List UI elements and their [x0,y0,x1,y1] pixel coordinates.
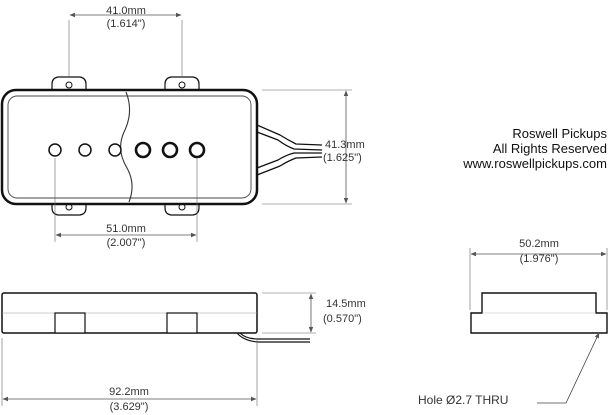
hole-callout: Hole Ø2.7 THRU [418,332,600,407]
side-lead-wire [236,332,310,343]
dim-height: 41.3mm (1.625") [262,89,365,205]
mount-hole-top-left [65,81,73,89]
dim-end-width: 50.2mm (1.976") [469,238,608,310]
pole-pieces [48,141,206,159]
dim-side-height: 14.5mm (0.570") [262,292,366,334]
pole-piece [161,141,179,159]
dim-bottom-width-mm: 51.0mm [106,223,146,235]
dim-side-length-in: (3.629") [110,401,149,413]
end-view [470,292,608,334]
dim-top-width: 41.0mm (1.614") [68,5,183,76]
pole-piece [134,141,152,159]
hole-note: Hole Ø2.7 THRU [418,393,508,407]
dim-side-height-mm: 14.5mm [326,298,366,310]
dim-top-width-in: (1.614") [107,18,146,30]
credit-company: Roswell Pickups [512,126,607,141]
credit-website: www.roswellpickups.com [462,156,607,171]
dim-bottom-width: 51.0mm (2.007") [54,158,198,249]
dim-side-length-mm: 92.2mm [109,386,149,398]
dim-side-height-in: (0.570") [323,313,362,325]
credit-rights: All Rights Reserved [493,141,607,156]
pickup-body-inner [7,95,252,199]
credits: Roswell Pickups All Rights Reserved www.… [462,126,607,171]
side-mount-foot-right [166,312,198,334]
dim-bottom-width-in: (2.007") [107,237,146,249]
pole-piece [188,141,206,159]
top-view [0,76,323,216]
pole-piece [78,143,92,157]
pole-piece [108,143,122,157]
dim-height-in: (1.625") [323,152,362,164]
dim-end-width-in: (1.976") [520,253,559,265]
mount-hole-top-right [178,81,186,89]
dim-height-mm: 41.3mm [325,139,365,151]
pole-piece [48,143,62,157]
side-mount-foot-left [54,312,86,334]
dim-end-width-mm: 50.2mm [519,238,559,250]
dim-top-width-mm: 41.0mm [106,5,146,17]
pickup-body-outer [0,88,259,206]
side-view [1,292,310,343]
lead-wire [256,124,323,176]
dim-side-length: 92.2mm (3.629") [1,338,258,413]
